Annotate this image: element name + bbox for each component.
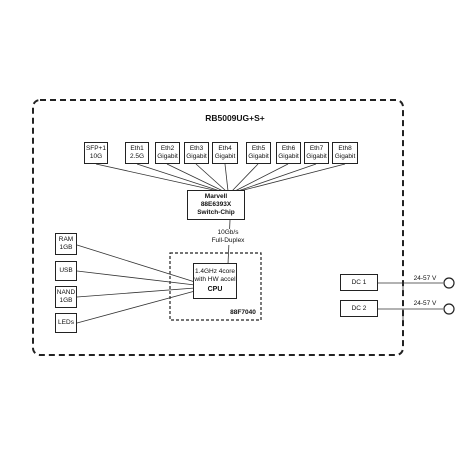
port-sfp1: SFP+1 10G: [84, 142, 108, 164]
port-eth8: Eth8 Gigabit: [332, 142, 358, 164]
uplink-speed: 10Gb/s: [217, 229, 239, 236]
uplink-label: 10Gb/s Full-Duplex: [198, 229, 258, 245]
port-name: Eth4: [218, 145, 232, 152]
port-speed: 2.5G: [129, 153, 145, 160]
dc-wires: [378, 282, 443, 320]
dc2-voltage: 24-57 V: [413, 300, 437, 307]
peripheral-size: 1GB: [59, 297, 73, 304]
port-eth1: Eth1 2.5G: [125, 142, 149, 164]
port-eth6: Eth6 Gigabit: [276, 142, 301, 164]
switch-type: Switch-Chip: [197, 209, 235, 216]
peripheral-leds: LEDs: [55, 313, 77, 333]
switch-model: 88E6393X: [200, 201, 232, 208]
port-eth4: Eth4 Gigabit: [212, 142, 238, 164]
dc2-input: DC 2: [340, 300, 378, 317]
port-speed: Gigabit: [278, 153, 299, 160]
port-name: Eth6: [281, 145, 296, 152]
port-name: Eth1: [130, 145, 144, 152]
peripheral-ram: RAM 1GB: [55, 233, 77, 255]
device-title: RB5009UG+S+: [205, 113, 265, 123]
uplink-duplex: Full-Duplex: [211, 237, 245, 244]
dc1-terminal: [443, 277, 455, 289]
port-name: Eth5: [251, 145, 266, 152]
dc1-voltage: 24-57 V: [413, 275, 437, 282]
peripheral-name: USB: [59, 267, 73, 274]
peripheral-name: LEDs: [58, 319, 74, 326]
port-name: Eth2: [160, 145, 175, 152]
port-eth2: Eth2 Gigabit: [155, 142, 180, 164]
port-eth5: Eth5 Gigabit: [246, 142, 271, 164]
port-eth3: Eth3 Gigabit: [184, 142, 209, 164]
peripheral-usb: USB: [55, 261, 77, 281]
peripheral-nand: NAND 1GB: [55, 286, 77, 308]
switch-vendor: Marvell: [204, 193, 228, 200]
port-speed: Gigabit: [186, 153, 207, 160]
port-links: [95, 163, 346, 192]
dc-label: DC 1: [351, 278, 367, 286]
switch-chip: Marvell 88E6393X Switch-Chip: [187, 190, 245, 220]
peripheral-links: [76, 244, 196, 324]
cpu-accel: with HW accel: [194, 276, 236, 283]
cpu-module-outline: [169, 252, 262, 321]
dc1-input: DC 1: [340, 274, 378, 291]
cpu-label: CPU: [207, 286, 223, 293]
port-speed: 10G: [89, 153, 103, 160]
port-name: SFP+1: [85, 145, 107, 152]
peripheral-size: 1GB: [59, 244, 73, 251]
port-speed: Gigabit: [157, 153, 178, 160]
port-speed: Gigabit: [306, 153, 327, 160]
port-name: Eth7: [309, 145, 324, 152]
port-eth7: Eth7 Gigabit: [304, 142, 329, 164]
peripheral-name: NAND: [56, 289, 76, 296]
port-name: Eth3: [189, 145, 204, 152]
dc2-terminal: [443, 303, 455, 315]
port-speed: Gigabit: [334, 153, 356, 160]
cpu-clock: 1.4GHz 4core: [194, 268, 236, 275]
dc-label: DC 2: [351, 304, 367, 312]
port-speed: Gigabit: [214, 153, 236, 160]
cpu-model: 88F7040: [230, 309, 256, 316]
port-speed: Gigabit: [248, 153, 269, 160]
port-name: Eth8: [338, 145, 352, 152]
peripheral-name: RAM: [58, 236, 74, 243]
cpu-block: 1.4GHz 4core with HW accel CPU: [193, 263, 237, 299]
